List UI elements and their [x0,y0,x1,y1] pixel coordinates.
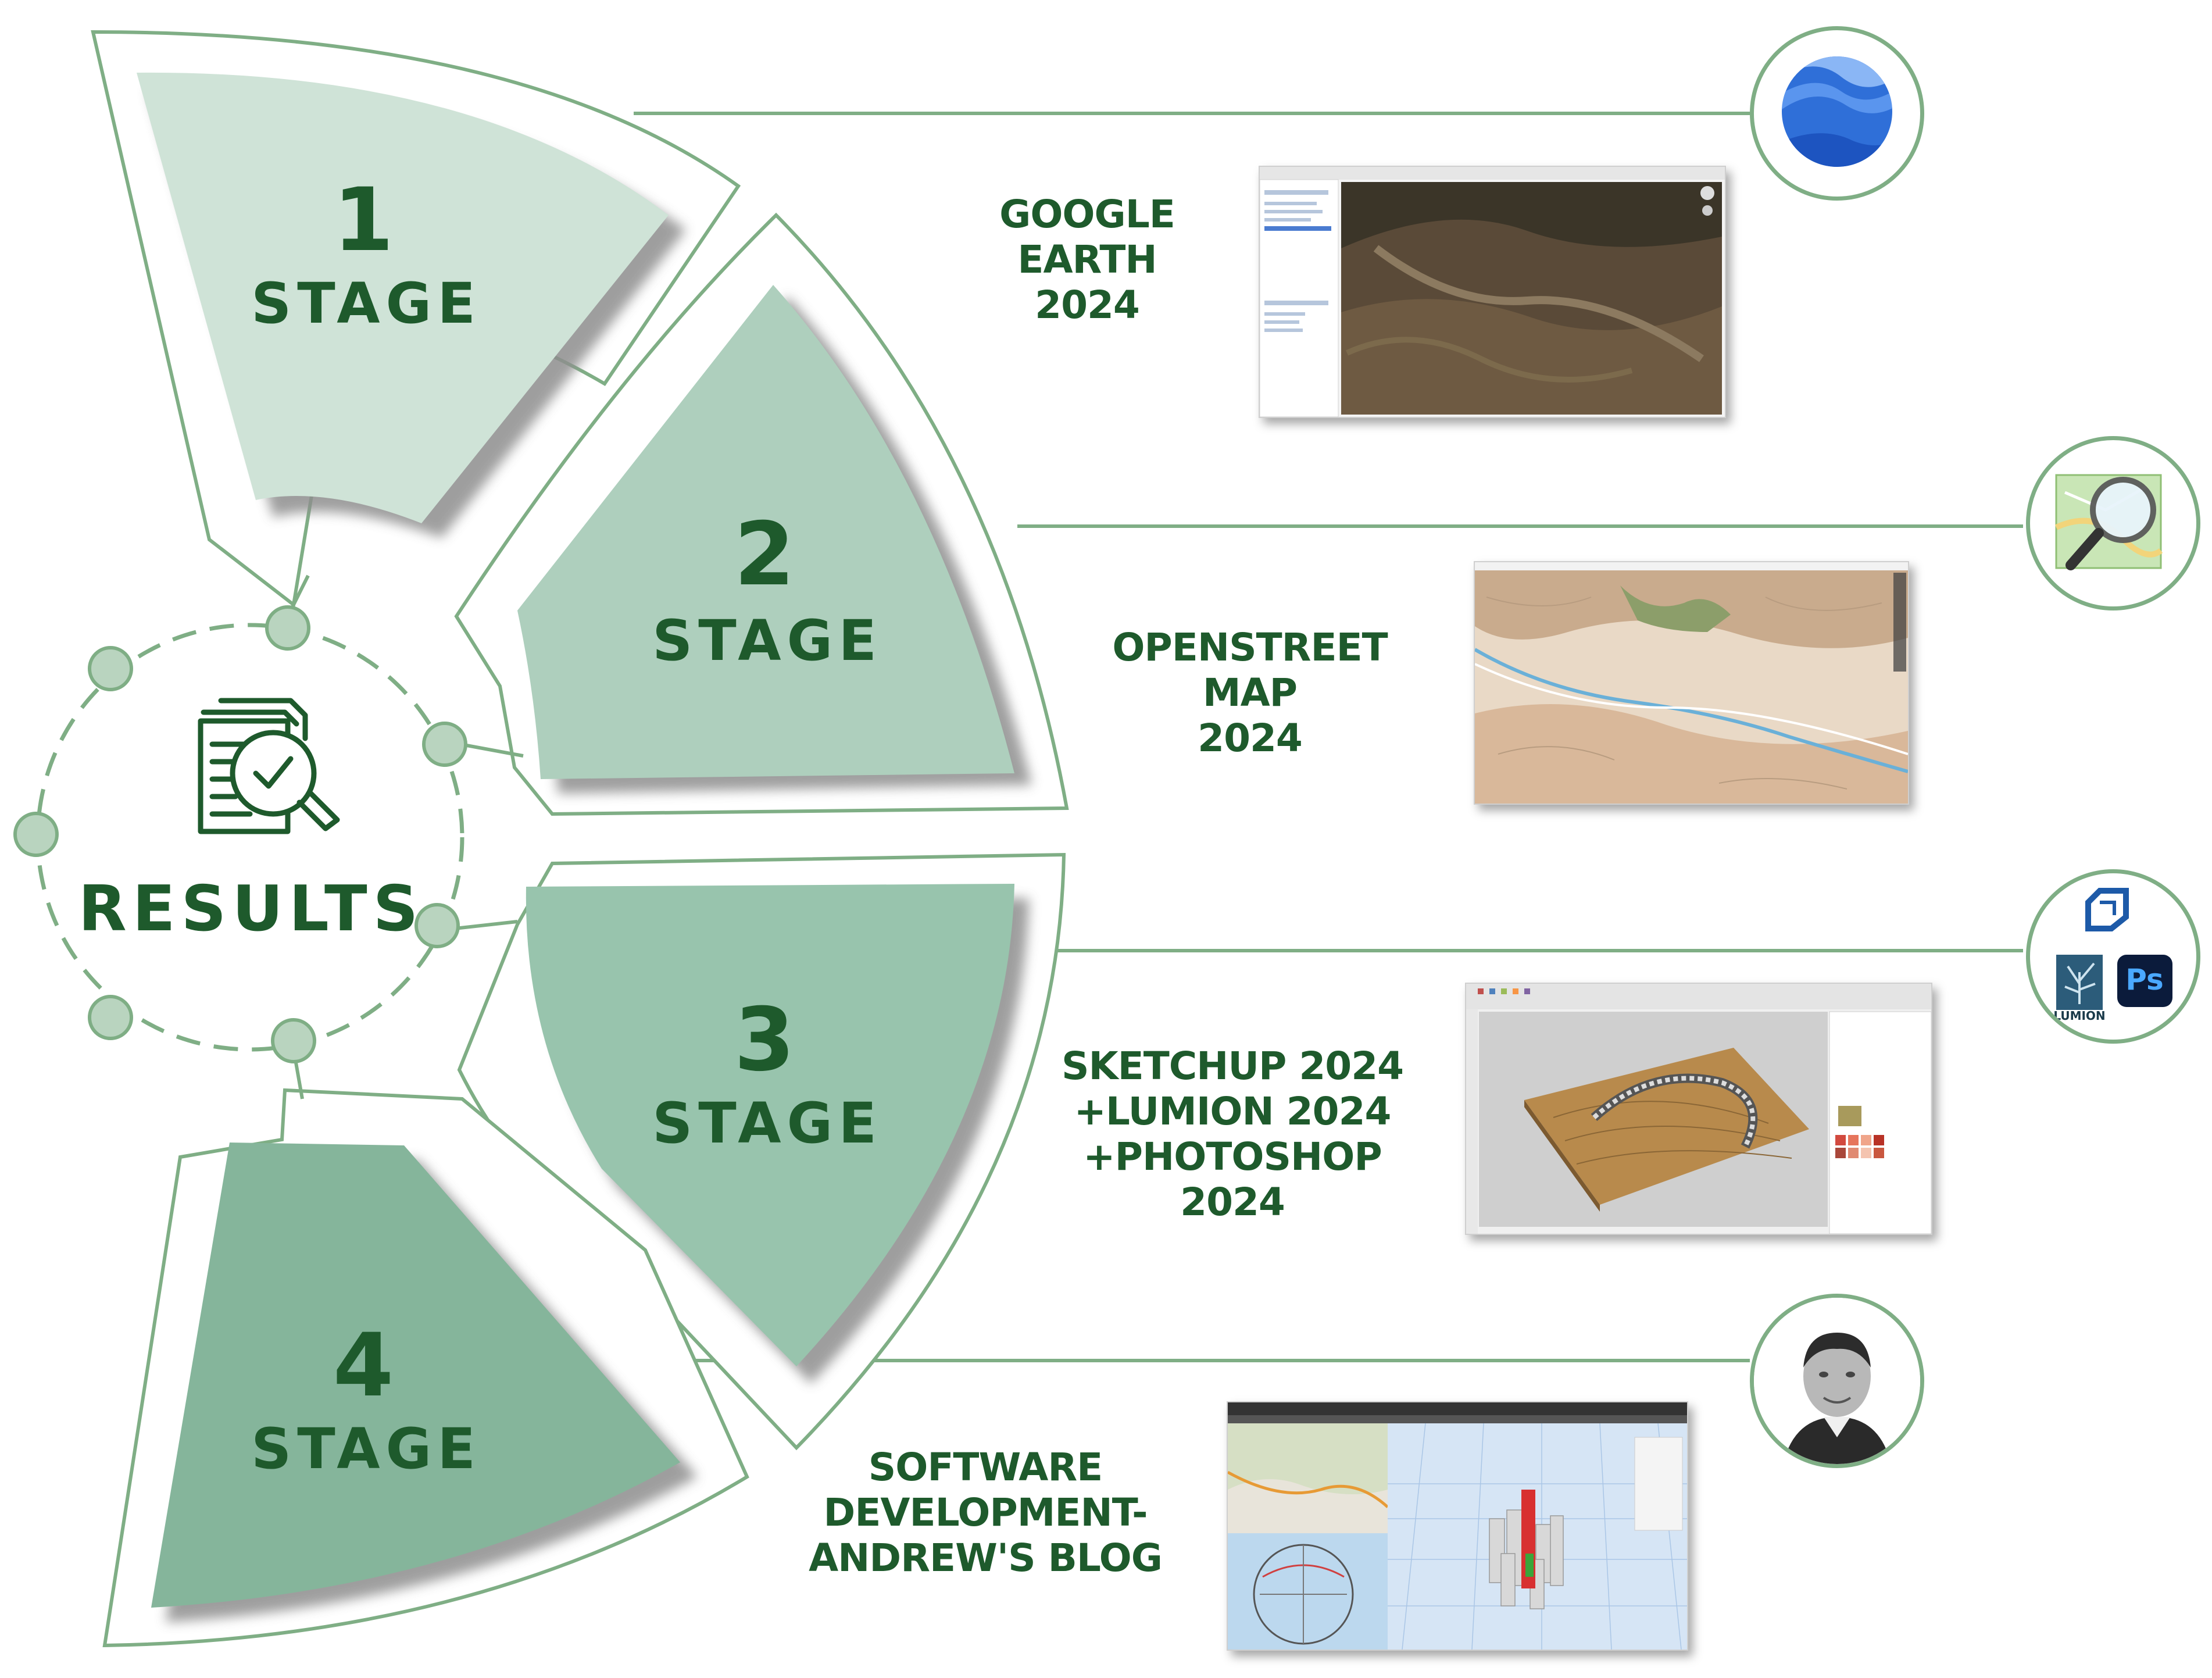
tool-label-line: MAP [1202,670,1298,715]
circle-dot [13,812,59,857]
stage-4-number: 4 [333,1315,394,1416]
tool-label-software-development: SOFTWARE DEVELOPMENT- ANDREW'S BLOG [796,1445,1174,1581]
lumion-text: LUMION [2053,1009,2105,1023]
circle-dot [265,605,310,651]
tool-label-sketchup-lumion-photoshop: SKETCHUP 2024 +LUMION 2024 +PHOTOSHOP 20… [1052,1044,1413,1225]
stage-4-label: STAGE [251,1416,481,1481]
google-earth-screenshot [1259,166,1726,418]
tool-label-line: GOOGLE [999,192,1175,237]
stage-2-label: STAGE [652,608,882,673]
sketchup-logo-icon [2085,888,2129,931]
stage-3-number: 3 [734,990,795,1091]
stage-1-label: STAGE [251,271,481,336]
stage-1-number: 1 [333,170,394,271]
tool-label-line: 2024 [1198,716,1303,761]
openstreetmap-screenshot [1474,561,1909,805]
circle-dot [422,722,467,767]
circle-dot [88,995,133,1040]
tool-label-line: 2024 [1180,1180,1285,1224]
tool-label-line: ANDREW'S BLOG [809,1536,1163,1580]
author-portrait-icon [1750,1294,1924,1468]
software-development-screenshot [1227,1401,1688,1651]
stage-3-label: STAGE [652,1091,882,1156]
openstreetmap-logo-icon [2026,436,2200,610]
stage-texts: 1 STAGE 2 STAGE 3 STAGE 4 STAGE [251,170,882,1481]
stage-4-fan [151,1143,680,1608]
circle-dots [13,605,467,1063]
tool-label-line: +LUMION 2024 [1074,1089,1392,1134]
tool-label-line: 2024 [1035,283,1140,327]
sketchup-screenshot [1465,983,1932,1235]
tool-label-line: DEVELOPMENT- [823,1490,1148,1535]
tool-label-google-earth: GOOGLE EARTH 2024 [965,192,1209,328]
circle-dot [88,646,133,691]
circle-dot [414,903,460,948]
lumion-logo-icon: LUMION [2053,955,2106,1023]
stage-1-fan [137,72,669,523]
circle-dot [271,1018,316,1063]
results-label: RESULTS [78,873,424,945]
photoshop-text: Ps [2125,963,2164,997]
stage-2-fan [517,285,1014,779]
photoshop-logo-icon: Ps [2117,955,2172,1007]
sketchup-lumion-photoshop-logos-icon: LUMION Ps [2026,869,2200,1044]
stage-3-fan [526,884,1014,1366]
tool-label-line: SOFTWARE [868,1445,1103,1490]
document-search-check-icon [198,698,340,834]
google-earth-logo-icon [1750,26,1924,201]
tool-label-line: OPENSTREET [1112,625,1388,670]
tool-label-line: +PHOTOSHOP [1083,1134,1382,1179]
tool-label-openstreetmap: OPENSTREET MAP 2024 [1099,625,1401,761]
tool-label-line: EARTH [1017,237,1157,282]
tool-label-line: SKETCHUP 2024 [1061,1044,1404,1088]
stage-2-number: 2 [734,504,795,605]
